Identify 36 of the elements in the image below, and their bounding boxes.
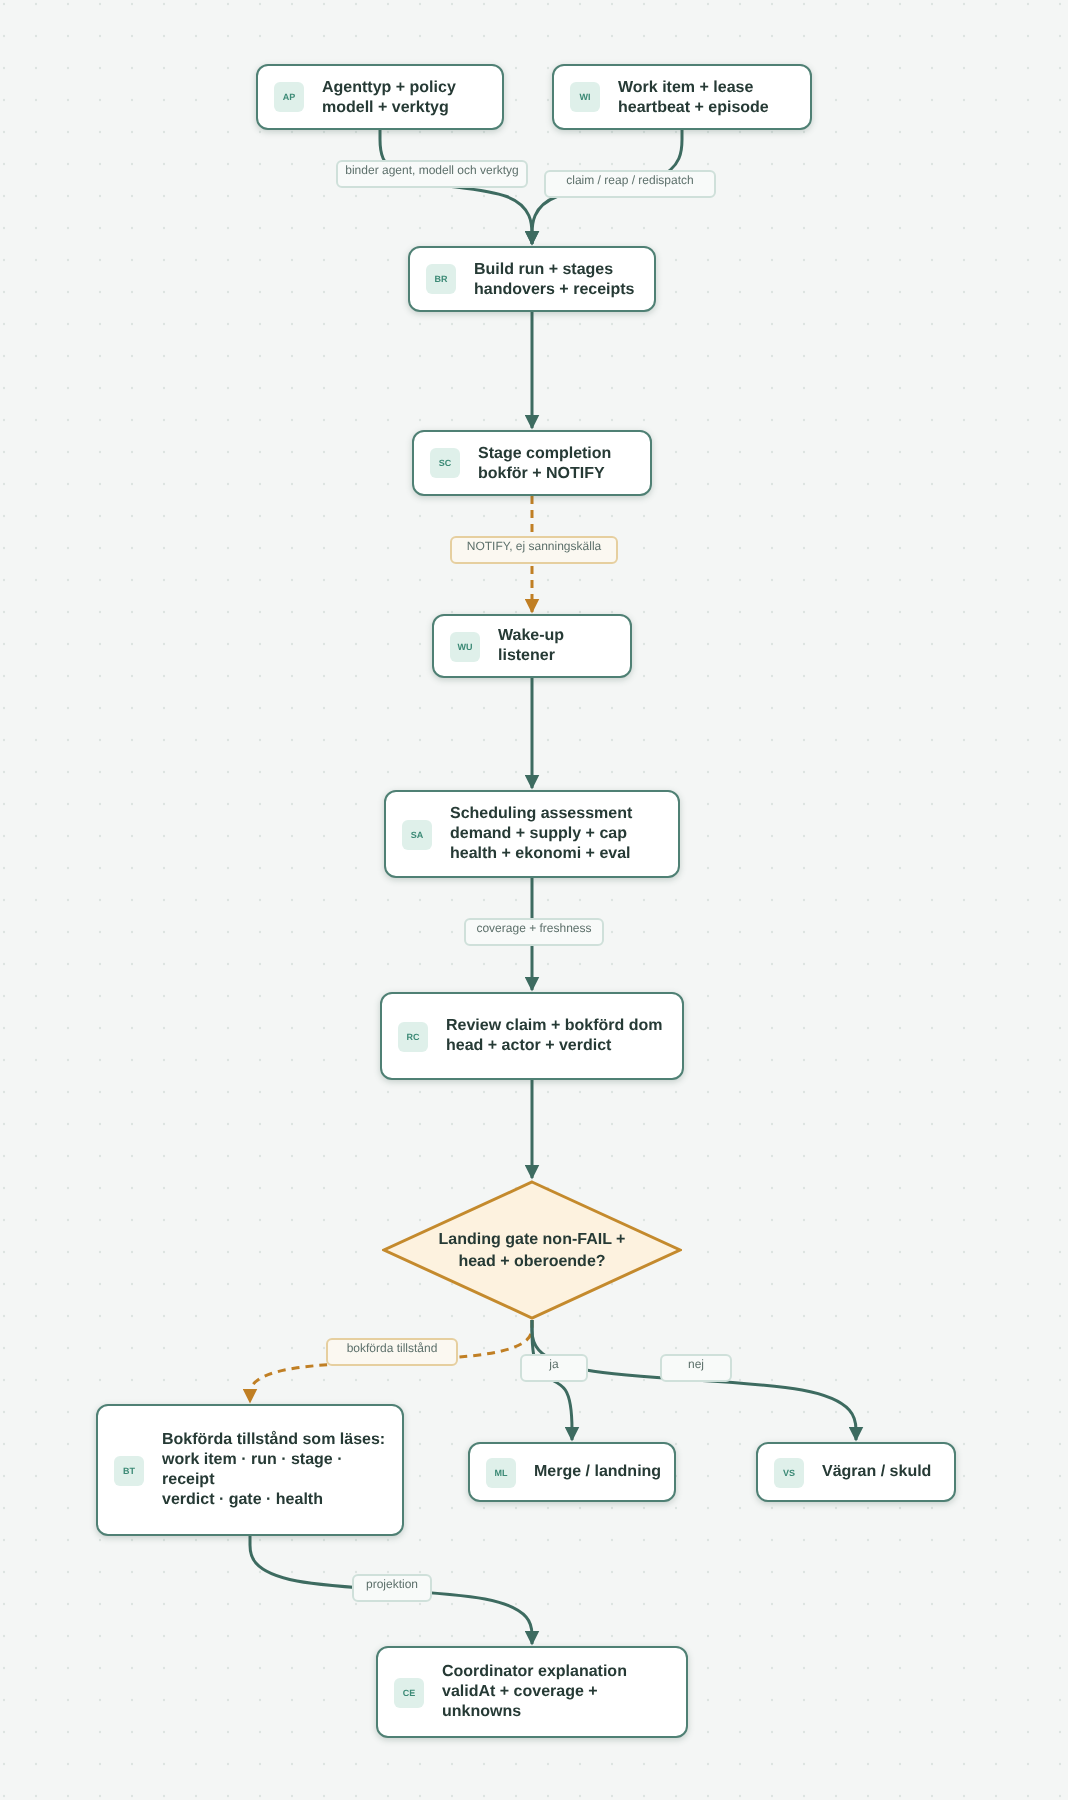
decision-diamond bbox=[382, 1180, 682, 1320]
node-text: heartbeat + episode bbox=[618, 97, 771, 117]
node-text: health + ekonomi + eval bbox=[450, 844, 633, 864]
node-text: modell + verktyg bbox=[322, 97, 451, 117]
process-box bbox=[384, 790, 680, 878]
node-text: handovers + receipts bbox=[474, 279, 637, 299]
arrow bbox=[524, 678, 540, 790]
process-box bbox=[432, 614, 632, 678]
process-box bbox=[408, 246, 656, 312]
node-text: bokför + NOTIFY bbox=[478, 463, 607, 483]
process-box bbox=[96, 1404, 404, 1536]
node-text: Agenttyp + policy bbox=[322, 77, 458, 97]
decision-text: Landing gate non-FAIL + head + oberoende? bbox=[436, 1230, 628, 1272]
node-text: Coordinator explanation bbox=[442, 1662, 629, 1682]
node-text: Wake-up listener bbox=[498, 626, 567, 666]
process-box bbox=[756, 1442, 956, 1502]
node-text: Merge / landning bbox=[534, 1462, 662, 1482]
node-text: Work item + lease bbox=[618, 77, 756, 97]
process-box bbox=[412, 430, 652, 496]
node-text: Build run + stages bbox=[474, 259, 616, 279]
process-box bbox=[380, 992, 684, 1080]
process-box bbox=[468, 1442, 676, 1502]
node-text: verdict · gate · health bbox=[162, 1490, 325, 1510]
node-text: Scheduling assessment bbox=[450, 804, 635, 824]
node-text: Bokförda tillstånd som läses: bbox=[162, 1430, 388, 1450]
node-text: Vägran / skuld bbox=[822, 1462, 934, 1482]
node-text: Review claim + bokförd dom bbox=[446, 1016, 665, 1036]
process-box bbox=[256, 64, 504, 130]
process-box bbox=[552, 64, 812, 130]
arrow bbox=[524, 312, 540, 430]
node-text: validAt + coverage + unknowns bbox=[442, 1682, 600, 1722]
node-text: Stage completion bbox=[478, 443, 614, 463]
node-text: demand + supply + cap bbox=[450, 824, 629, 844]
node-text: head + actor + verdict bbox=[446, 1036, 614, 1056]
process-box bbox=[376, 1646, 688, 1738]
arrow bbox=[524, 1080, 540, 1180]
